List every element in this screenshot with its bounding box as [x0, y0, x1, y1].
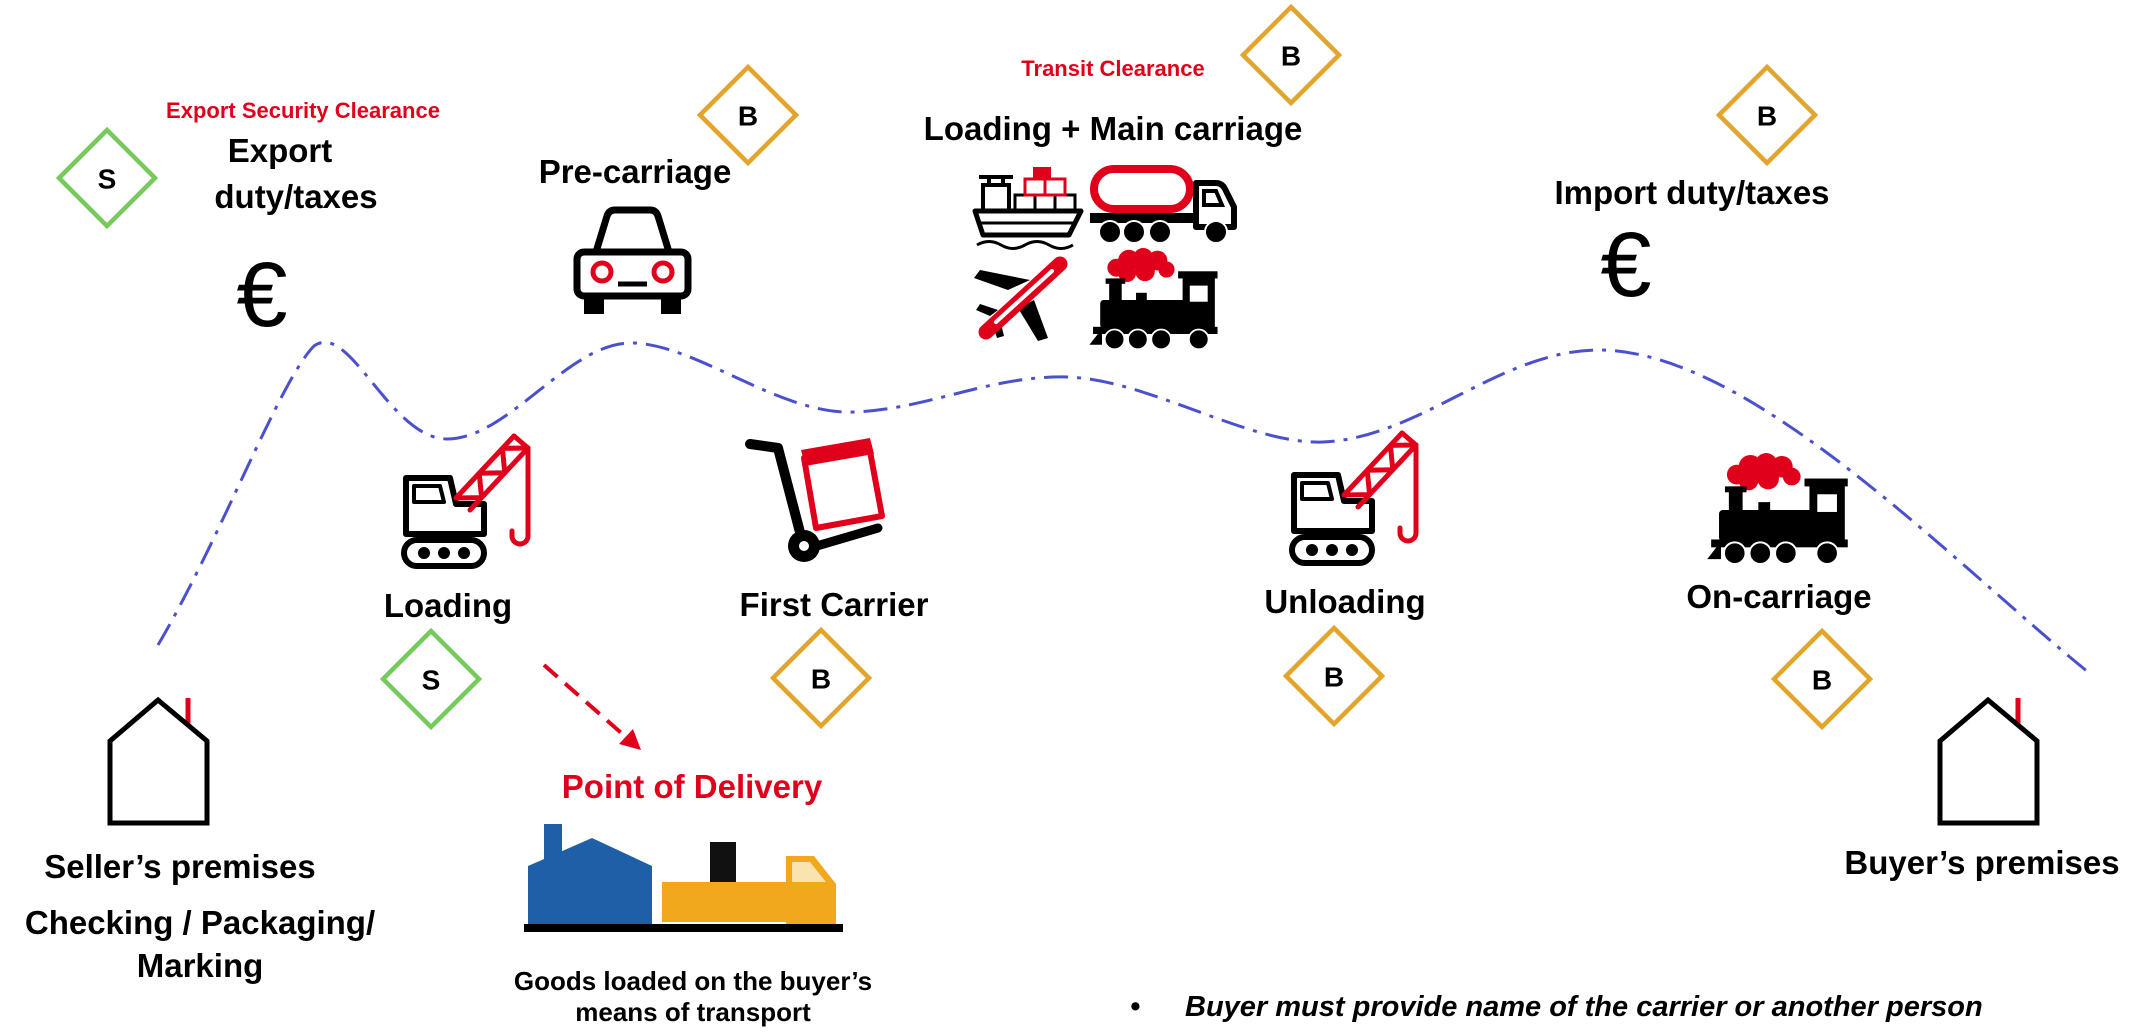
import-buyer-badge: B: [1715, 63, 1819, 167]
badge-letter: S: [98, 164, 117, 195]
export-clearance-label: Export Security Clearance: [166, 98, 440, 123]
seller-premises-title: Seller’s premises: [44, 848, 316, 885]
delivery-caption-line2: means of transport: [575, 997, 811, 1027]
buyer-premises-title: Buyer’s premises: [1844, 844, 2119, 881]
euro-icon: €: [1600, 214, 1651, 316]
on-carriage-label: On-carriage: [1686, 578, 1871, 615]
pre-carriage-label: Pre-carriage: [539, 153, 732, 190]
unloading-buyer-badge: B: [1282, 624, 1386, 728]
first-carrier-label: First Carrier: [740, 586, 929, 623]
house-icon: [107, 696, 210, 826]
badge-letter: B: [1281, 41, 1301, 72]
badge-diamond: [1770, 627, 1874, 731]
point-of-delivery-title: Point of Delivery: [562, 768, 823, 805]
badge-diamond: [1282, 624, 1386, 728]
factory-truck-icon: [524, 824, 843, 932]
transit-clearance-label: Transit Clearance: [1021, 56, 1204, 81]
badge-letter: B: [1812, 665, 1832, 696]
route-line: [156, 341, 2089, 674]
unloading-label: Unloading: [1264, 583, 1425, 620]
badge-diamond: [379, 627, 483, 731]
badge-diamond: [1715, 63, 1819, 167]
badge-diamond: [55, 126, 159, 230]
badge-diamond: [769, 626, 873, 730]
badge-letter: B: [811, 664, 831, 695]
first-carrier-buyer-badge: B: [769, 626, 873, 730]
plane-icon: [974, 256, 1068, 341]
ship-icon: [972, 167, 1084, 250]
export-label-line2: duty/taxes: [214, 178, 377, 215]
badge-letter: B: [738, 101, 758, 132]
main-carriage-buyer-badge: B: [1239, 3, 1343, 107]
train-icon: [1088, 248, 1219, 351]
main-carriage-label: Loading + Main carriage: [924, 110, 1303, 147]
import-label: Import duty/taxes: [1554, 174, 1829, 211]
badge-letter: B: [1324, 662, 1344, 693]
export-seller-badge: S: [55, 126, 159, 230]
pre-carriage-buyer-badge: B: [696, 63, 800, 167]
badge-diamond: [696, 63, 800, 167]
export-label-line1: Export: [228, 132, 333, 169]
badge-letter: S: [422, 665, 441, 696]
euro-icon: €: [236, 244, 287, 346]
delivery-arrow: [542, 663, 641, 750]
train-icon: [1706, 453, 1849, 566]
car-icon: [573, 206, 692, 314]
badge-letter: B: [1757, 101, 1777, 132]
delivery-caption-line1: Goods loaded on the buyer’s: [514, 966, 872, 996]
note-text: Buyer must provide name of the carrier o…: [1185, 991, 1983, 1023]
on-carriage-buyer-badge: B: [1770, 627, 1874, 731]
crane-icon: [1292, 433, 1416, 563]
badge-diamond: [1239, 3, 1343, 107]
house-icon: [1937, 696, 2040, 826]
crane-icon: [404, 436, 528, 566]
loading-label: Loading: [384, 587, 512, 624]
seller-tasks-line1: Checking / Packaging/: [25, 904, 375, 941]
seller-tasks-line2: Marking: [137, 947, 264, 984]
loading-seller-badge: S: [379, 627, 483, 731]
note-bullet: •: [1130, 991, 1140, 1023]
truck-icon: [1090, 165, 1237, 244]
hand-truck-icon: [745, 438, 885, 562]
